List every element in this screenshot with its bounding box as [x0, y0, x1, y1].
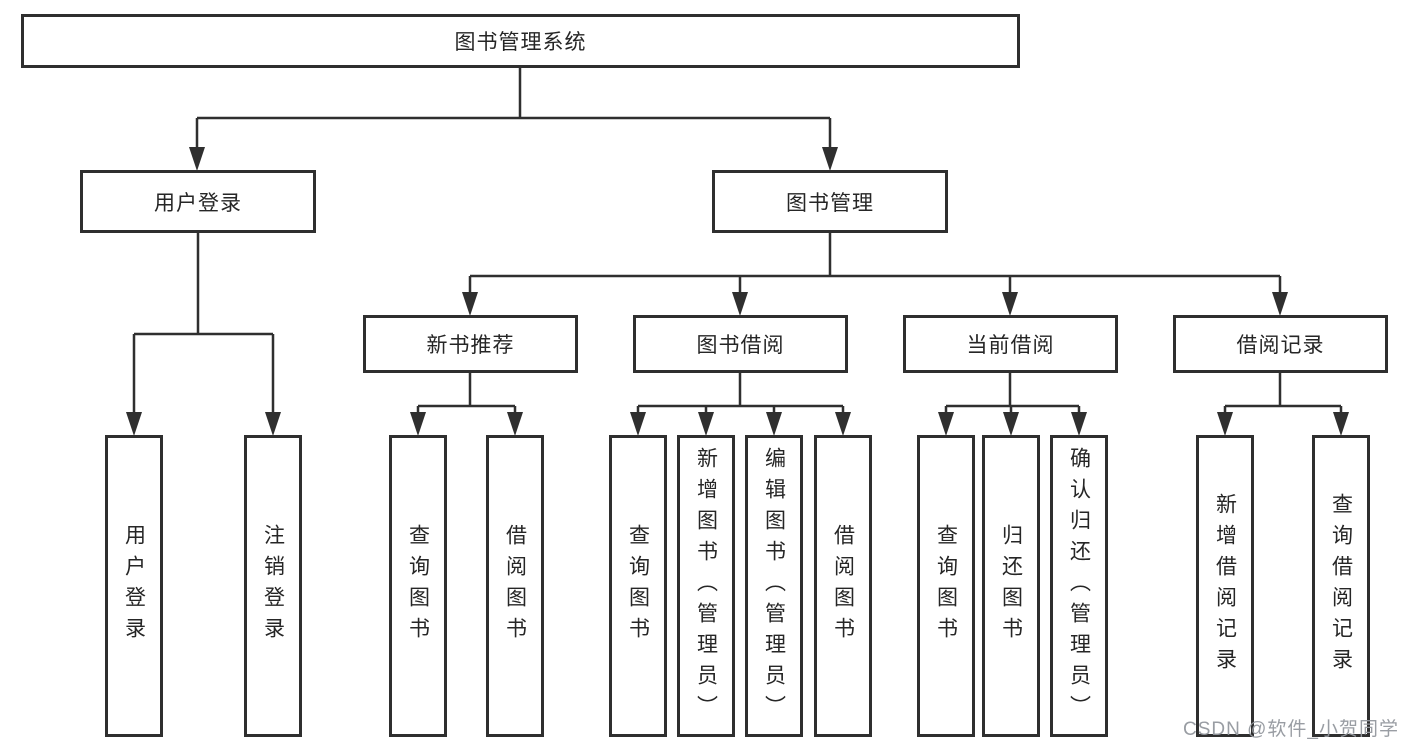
node-library-management-system: 图书管理系统 — [21, 14, 1020, 68]
node-borrowing-records: 借阅记录 — [1173, 315, 1388, 373]
leaf-label: 新增图书（管理员） — [694, 446, 718, 726]
leaf-label: 编辑图书（管理员） — [762, 446, 786, 726]
leaf-edit-books-admin: 编辑图书（管理员） — [745, 435, 803, 737]
node-user-login: 用户登录 — [80, 170, 316, 233]
node-current-borrowing: 当前借阅 — [903, 315, 1118, 373]
leaf-query-borrow-record: 查询借阅记录 — [1312, 435, 1370, 737]
leaf-label: 查询图书 — [626, 524, 650, 648]
leaf-query-books-borrow: 查询图书 — [609, 435, 667, 737]
node-book-borrowing: 图书借阅 — [633, 315, 848, 373]
leaf-label: 查询图书 — [934, 524, 958, 648]
leaf-logout: 注销登录 — [244, 435, 302, 737]
leaf-user-login: 用户登录 — [105, 435, 163, 737]
leaf-confirm-return-admin: 确认归还（管理员） — [1050, 435, 1108, 737]
leaf-label: 注销登录 — [261, 524, 285, 648]
leaf-label: 新增借阅记录 — [1213, 493, 1237, 679]
leaf-label: 归还图书 — [999, 524, 1023, 648]
leaf-borrow-books-recommend: 借阅图书 — [486, 435, 544, 737]
leaf-label: 查询借阅记录 — [1329, 493, 1353, 679]
leaf-label: 借阅图书 — [503, 524, 527, 648]
node-new-book-recommendation: 新书推荐 — [363, 315, 578, 373]
leaf-query-books-current: 查询图书 — [917, 435, 975, 737]
leaf-label: 借阅图书 — [831, 524, 855, 648]
leaf-label: 查询图书 — [406, 524, 430, 648]
leaf-add-borrow-record: 新增借阅记录 — [1196, 435, 1254, 737]
leaf-label: 确认归还（管理员） — [1067, 446, 1091, 726]
leaf-borrow-books: 借阅图书 — [814, 435, 872, 737]
watermark: CSDN @软件_小贺同学 — [1183, 719, 1399, 740]
leaf-query-books-recommend: 查询图书 — [389, 435, 447, 737]
node-book-management: 图书管理 — [712, 170, 948, 233]
leaf-label: 用户登录 — [122, 524, 146, 648]
leaf-add-books-admin: 新增图书（管理员） — [677, 435, 735, 737]
leaf-return-books: 归还图书 — [982, 435, 1040, 737]
